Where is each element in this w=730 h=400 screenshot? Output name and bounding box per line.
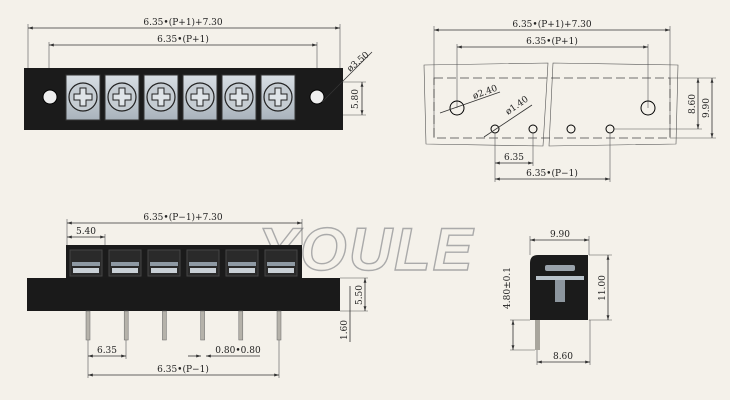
- leader-line: [321, 51, 373, 103]
- depth-outer-label: 9.90: [702, 98, 712, 118]
- side-view: 6.35•(P−1)+7.30 5.40 5.50 1.60 6.35 0.80…: [27, 212, 368, 378]
- screw-slot-icon: [112, 87, 132, 107]
- screw-slot-icon: [151, 87, 171, 107]
- pin-depth-label: 8.60: [553, 352, 573, 362]
- front-view: 6.35•(P+1)+7.30 6.35•(P+1) ø3.50 5.80: [24, 17, 373, 130]
- pin-offset-label: 1.60: [340, 320, 350, 340]
- depth-inner-label: 8.60: [688, 94, 698, 114]
- pcb-layout-view: 6.35•(P+1)+7.30 6.35•(P+1) ø2.40 ø1.40 6…: [423, 19, 716, 182]
- terminal-clamp: [72, 262, 100, 266]
- mount-hole: [640, 100, 656, 116]
- pin: [238, 310, 244, 341]
- height-label: 11.00: [598, 275, 608, 301]
- pin: [276, 310, 282, 341]
- pin-pitch-label: 6.35: [504, 153, 524, 163]
- terminal-clamp: [151, 268, 177, 273]
- mount-hole-diameter-label: ø3.50: [346, 50, 372, 74]
- overall-width-label: 6.35•(P−1)+7.30: [143, 212, 223, 223]
- pin-hole-diameter-label: ø1.40: [504, 95, 531, 118]
- base-height-label: 5.50: [355, 285, 365, 305]
- pin-hole: [528, 124, 538, 134]
- pin-hole: [605, 124, 615, 134]
- pin-length-label: 4.80±0.1: [503, 267, 513, 309]
- terminal-clamp: [150, 262, 178, 266]
- overall-width-label: 6.35•(P+1)+7.30: [512, 19, 592, 30]
- pin: [535, 320, 540, 350]
- end-view: 9.90 11.00 4.80±0.1 8.60: [503, 230, 612, 365]
- width-label: 9.90: [550, 230, 570, 240]
- terminal-clamp: [111, 262, 139, 266]
- terminal-clamp: [189, 262, 217, 266]
- pin-hole: [566, 124, 576, 134]
- offset-label: 5.40: [76, 227, 96, 237]
- mount-hole-diameter-label: ø2.40: [472, 84, 500, 102]
- mount-hole: [42, 89, 58, 105]
- screw-slot-icon: [229, 87, 249, 107]
- terminal-clamp: [190, 268, 216, 273]
- terminal-clamp: [267, 262, 295, 266]
- screw-slot-icon: [190, 87, 210, 107]
- terminal-clamp: [73, 268, 99, 273]
- pin: [85, 310, 91, 341]
- screw-slot-icon: [268, 87, 288, 107]
- mount-pitch-label: 6.35•(P+1): [526, 36, 578, 47]
- footprint-outline: [433, 77, 671, 139]
- pin-span-label: 6.35•(P−1): [157, 364, 209, 375]
- mount-pitch-label: 6.35•(P+1): [157, 34, 209, 45]
- pin: [162, 310, 167, 341]
- pin: [123, 310, 129, 341]
- pin-pitch-label: 6.35: [97, 346, 117, 356]
- mount-hole: [449, 100, 465, 116]
- terminal-clamp: [228, 262, 256, 266]
- pin: [200, 310, 205, 341]
- terminal-clamp: [112, 268, 138, 273]
- overall-width-label: 6.35•(P+1)+7.30: [143, 17, 223, 28]
- screw-slot-icon: [73, 87, 93, 107]
- pin-size-label: 0.80•0.80: [215, 346, 261, 356]
- height-label: 5.80: [351, 89, 361, 109]
- terminal-clamp: [268, 268, 294, 273]
- mount-hole: [309, 89, 325, 105]
- block-base: [27, 278, 340, 311]
- terminal-clamp: [229, 268, 255, 273]
- pin-span-label: 6.35•(P−1): [526, 168, 578, 179]
